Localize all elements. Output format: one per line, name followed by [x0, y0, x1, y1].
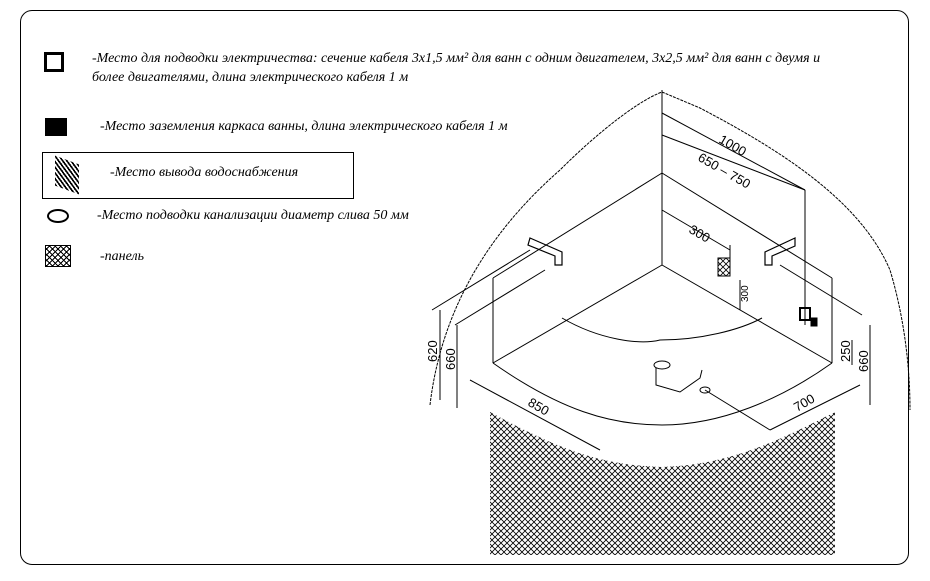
- water-outlet-marker-icon: [717, 257, 731, 277]
- legend-drain: -Место подводки канализации диаметр слив…: [97, 208, 409, 223]
- ground-symbol-icon: [45, 118, 67, 136]
- dim-660-right: 660: [856, 350, 871, 372]
- legend-electric: -Место для подводки электричества: сечен…: [92, 49, 852, 87]
- dim-650-750: 650 – 750: [696, 150, 754, 192]
- drawing-frame: [20, 10, 909, 565]
- electric-symbol-icon: [44, 52, 64, 72]
- ground-marker-icon: [810, 317, 818, 327]
- water-legend-box: [42, 152, 354, 199]
- panel-hatch-icon: [45, 245, 71, 267]
- drain-siphon-icon: [653, 360, 711, 394]
- dim-850: 850: [526, 395, 552, 419]
- legend-electric-text: -Место для подводки электричества: сечен…: [92, 51, 821, 66]
- left-faucet-icon: [527, 237, 563, 266]
- dim-300: 300: [687, 222, 713, 246]
- front-panel: [490, 412, 835, 555]
- dim-1000: 1000: [717, 132, 750, 159]
- legend-ground: -Место заземления каркаса ванны, длина э…: [100, 119, 508, 134]
- dim-250: 250: [838, 340, 853, 362]
- drain-symbol-icon: [47, 209, 69, 223]
- dim-300-vertical: 300: [740, 285, 751, 302]
- right-faucet-icon: [764, 237, 796, 266]
- legend-water: -Место вывода водоснабжения: [110, 165, 299, 180]
- dimension-lines: [439, 112, 871, 451]
- dim-620: 620: [425, 340, 440, 362]
- electric-marker-icon: [799, 307, 811, 321]
- dim-700: 700: [791, 391, 817, 415]
- tub-outline: [431, 90, 863, 426]
- legend-electric-text-2: более двигателями, длина электрического …: [92, 70, 409, 85]
- dim-660-left: 660: [443, 348, 458, 370]
- legend-panel: -панель: [100, 249, 144, 264]
- wall-outline: [429, 91, 911, 411]
